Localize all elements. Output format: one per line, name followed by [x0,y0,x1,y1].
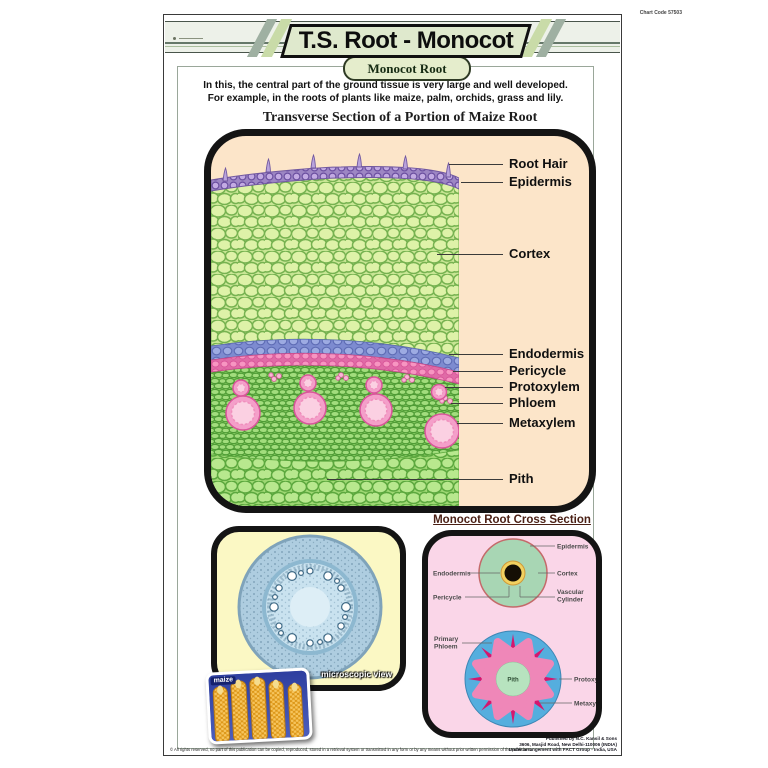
maize-root-illustration [211,152,459,506]
title-banner: T.S. Root - Monocot [280,24,532,58]
label-cortex: Cortex [509,246,551,261]
cross-section-pointer-lines [462,642,572,704]
cross-section-panel: Epidermis Endodermis Cortex Pericycle Va… [422,530,602,738]
publisher-line-2: 3606, Masjid Road, New Delhi-110006 (IND… [519,741,617,747]
phloem-cells [268,372,453,404]
pointer-line [449,164,503,165]
header-band: T.S. Root - Monocot Chart Code 57503 [165,10,682,58]
label-phloem: Phloem [509,395,556,410]
label-epidermis: Epidermis [509,174,572,189]
intro-line-2: For example, in the roots of plants like… [207,93,564,104]
header-mark-line [179,38,203,39]
pointer-line [449,354,503,355]
publisher-line-3: Under arrangement with FACT Group - Indi… [508,747,617,753]
cs-label-vascular-2: Cylinder [557,597,583,604]
cs-label-primary-1: Primary [434,636,459,643]
pointer-line [437,254,503,255]
subtitle-badge: Monocot Root [343,56,471,81]
chart-poster: T.S. Root - Monocot Chart Code 57503 Mon… [163,10,682,756]
microscope-panel: microscopic view [211,526,406,691]
cs-label-vascular-1: Vascular [557,589,584,596]
cob-tips [217,676,298,695]
pointer-line [445,387,503,388]
metaxylem-cells [225,391,459,449]
pointer-line [327,479,503,480]
label-pith: Pith [509,471,534,486]
publisher-line-1: Published by N.C. Kansil & Sons [545,736,617,742]
label-metaxylem: Metaxylem [509,415,576,430]
maize-photo: maize [205,667,313,745]
cs-label-protoxylem: Protoxylem [574,677,596,684]
cs-label-primary-2: Phloem [434,644,458,651]
label-pericycle: Pericycle [509,363,567,378]
copyright-line: © All rights reserved, no part of this p… [170,747,533,752]
cross-section-diagrams: Epidermis Endodermis Cortex Pericycle Va… [433,538,596,728]
cs-label-endodermis: Endodermis [433,571,471,578]
cs-label-epidermis: Epidermis [557,544,589,551]
intro-line-1: In this, the central part of the ground … [203,80,568,91]
maize-tag: maize [210,676,237,686]
intro-text: In this, the central part of the ground … [177,79,594,105]
cs-label-metaxylem: Metaxylem [574,701,596,708]
main-diagram-box: Root Hair Epidermis Cortex Endodermis Pe… [204,129,596,513]
main-diagram-heading: Transverse Section of a Portion of Maize… [262,110,538,125]
corn-cob [212,677,304,744]
pointer-line [451,403,503,404]
root-hairs [222,152,451,182]
cross-section-heading: Monocot Root Cross Section [433,514,591,526]
header-mark-dot [173,37,176,40]
page-title: T.S. Root - Monocot [298,27,514,54]
cs-label-pith: Pith [507,678,519,684]
cs-label-cortex: Cortex [557,571,578,578]
label-protoxylem: Protoxylem [509,379,580,394]
label-endodermis: Endodermis [509,346,585,361]
chart-code: Chart Code 57503 [639,10,682,16]
pointer-line [453,371,503,372]
cross-section-pointer-lines [465,545,555,598]
protoxylem-cells [232,374,448,401]
pointer-line [457,423,503,424]
pointer-line [461,182,503,183]
publisher-block: Published by N.C. Kansil & Sons 3606, Ma… [397,736,617,753]
corn-cobs-image [208,670,310,744]
microscope-caption: microscopic view [321,669,392,679]
cs-label-pericycle: Pericycle [433,595,462,602]
label-root-hair: Root Hair [509,156,568,171]
microscope-image [237,534,383,680]
xylem-vessels [269,567,351,647]
